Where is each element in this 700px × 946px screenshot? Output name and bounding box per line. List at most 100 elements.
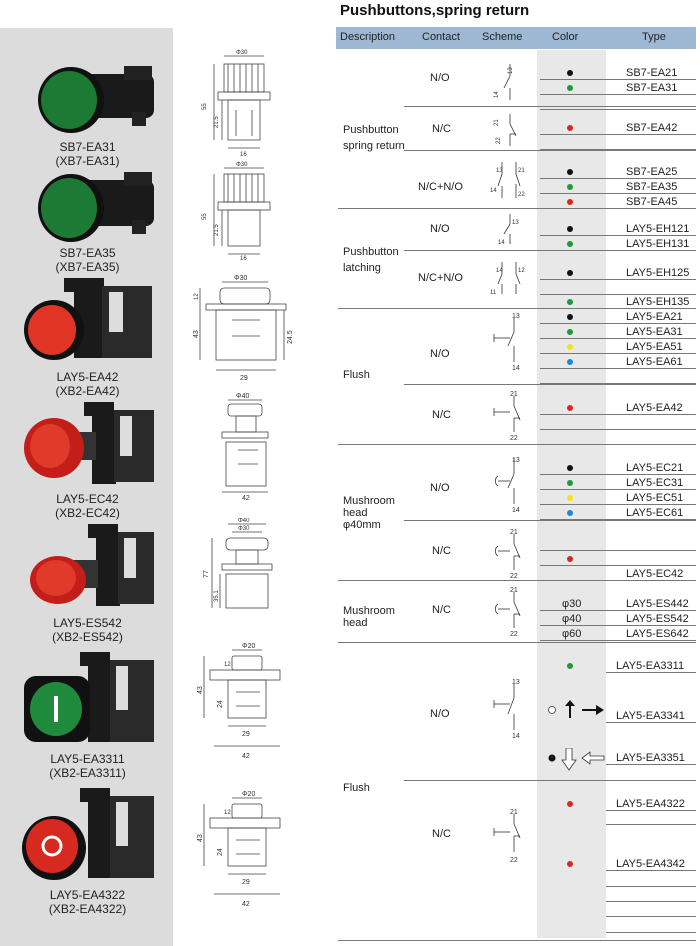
black-dot-icon <box>567 226 573 232</box>
product-photo-lay5-ea3311 <box>14 652 164 752</box>
header-contact: Contact <box>422 31 460 43</box>
subgroup-divider <box>404 520 696 521</box>
type-row-line <box>606 916 696 917</box>
type-code: LAY5-EA42 <box>626 402 683 414</box>
type-row-line <box>606 901 696 902</box>
type-row-line <box>606 886 696 887</box>
product-label: LAY5-ES542 <box>53 616 122 630</box>
dim-text: Φ30 <box>236 162 248 168</box>
dim-text: Φ30 <box>234 275 247 282</box>
desc-flush-illuminated: Flush <box>343 782 370 794</box>
product-label-alt: (XB7-EA31) <box>55 154 120 168</box>
scheme-mushroom-no: 13 14 <box>494 457 520 514</box>
type-code: LAY5-EA3311 <box>616 660 685 672</box>
dim-text: 55 <box>202 103 208 110</box>
scheme-mushroom-head-nc: 21 22 <box>494 587 521 638</box>
dim-text: 12 <box>224 810 231 816</box>
svg-text:13: 13 <box>512 220 519 226</box>
type-code: SB7-EA21 <box>626 67 678 79</box>
dim-text: 29 <box>240 375 248 382</box>
type-code: SB7-EA31 <box>626 82 678 94</box>
type-code: LAY5-EH125 <box>626 267 690 279</box>
svg-text:14: 14 <box>512 507 520 514</box>
drawing-lay5-es542: Φ40 Φ30 77 35.1 <box>203 518 273 609</box>
type-row-line <box>606 824 696 825</box>
type-row-line <box>540 294 696 295</box>
product-photo-lay5-ea4322 <box>14 788 164 884</box>
black-dot-icon <box>567 270 573 276</box>
svg-text:13: 13 <box>512 679 520 686</box>
dim-text: 55 <box>202 213 208 220</box>
type-row-line <box>540 504 696 505</box>
contact-no: N/O <box>430 482 450 494</box>
type-row-line <box>606 932 696 933</box>
dim-text: Φ40 <box>238 518 250 524</box>
scheme-flush-no: 13 14 <box>493 313 520 372</box>
dim-text: Φ20 <box>242 791 255 798</box>
type-row-line <box>540 323 696 324</box>
type-row-line <box>540 308 696 309</box>
dim-text: 16 <box>240 256 247 260</box>
type-code: SB7-EA45 <box>626 196 678 208</box>
red-dot-icon <box>567 801 573 807</box>
product-photo-sb7-ea35 <box>14 172 164 244</box>
drawing-lay5-ea4322: Φ20 12 43 24 29 42 <box>197 791 281 908</box>
type-row-line <box>540 640 696 641</box>
type-row-line <box>540 134 696 135</box>
type-row-line <box>540 368 696 369</box>
dim-text: Φ20 <box>242 643 255 650</box>
svg-text:22: 22 <box>510 631 518 638</box>
dim-text: Φ40 <box>236 393 249 400</box>
type-row-line <box>606 672 696 673</box>
contact-nc: N/C <box>432 545 451 557</box>
contact-no: N/O <box>430 708 450 720</box>
dim-text: 12 <box>194 293 200 300</box>
diameter-label: φ30 <box>562 598 582 610</box>
type-code: LAY5-EH121 <box>626 223 690 235</box>
dim-text: 29 <box>242 879 250 886</box>
type-row-line <box>540 208 696 209</box>
contact-nc: N/C <box>432 828 451 840</box>
product-photo-sb7-ea31 <box>14 66 164 136</box>
svg-text:11: 11 <box>490 290 497 296</box>
group-divider <box>338 580 696 581</box>
green-dot-icon <box>567 85 573 91</box>
dim-text: 35.1 <box>214 590 220 602</box>
green-dot-icon <box>567 299 573 305</box>
green-dot-icon <box>567 480 573 486</box>
dim-text: 16 <box>240 152 247 158</box>
header-color: Color <box>552 31 579 43</box>
type-row-line <box>540 338 696 339</box>
type-row-line <box>540 414 696 415</box>
type-row-line <box>540 444 696 445</box>
product-label: LAY5-EA42 <box>56 370 119 384</box>
type-code: LAY5-EA3351 <box>616 752 685 764</box>
group-divider <box>338 208 696 209</box>
diameter-label: φ40 <box>562 613 582 625</box>
drawing-lay5-ec42: Φ40 42 <box>221 393 269 502</box>
svg-text:21: 21 <box>518 168 525 174</box>
scheme-latching-nc-no: 14 12 11 <box>490 262 525 296</box>
scheme-illuminated-no: 13 14 <box>493 679 520 740</box>
product-label-alt: (XB2-ES542) <box>52 630 123 644</box>
svg-text:13: 13 <box>512 457 520 464</box>
diameter-label: φ60 <box>562 628 582 640</box>
header-description: Description <box>340 31 396 43</box>
type-code: LAY5-EA51 <box>626 341 683 353</box>
black-dot-icon <box>567 314 573 320</box>
type-row-line <box>540 429 696 430</box>
yellow-dot-icon <box>567 495 573 501</box>
type-code: LAY5-EA31 <box>626 326 683 338</box>
svg-text:12: 12 <box>518 268 525 274</box>
product-label-alt: (XB7-EA35) <box>55 260 120 274</box>
svg-text:21: 21 <box>494 119 500 126</box>
svg-text:14: 14 <box>512 365 520 372</box>
product-label: LAY5-EA3311 <box>50 752 125 766</box>
type-row-line <box>606 810 696 811</box>
green-dot-icon <box>567 663 573 669</box>
type-code: LAY5-EH135 <box>626 296 690 308</box>
scheme-flush-nc: 21 22 <box>493 391 521 442</box>
svg-text:13: 13 <box>496 168 503 174</box>
scheme-nc: 21 22 <box>494 114 517 146</box>
